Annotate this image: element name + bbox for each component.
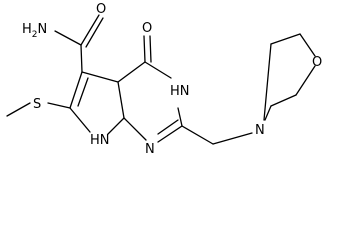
bond-c4a-c4	[117, 61, 146, 83]
label-n1: N	[145, 142, 155, 157]
label-sulfur: S	[33, 97, 41, 112]
bond-c6-s	[47, 102, 71, 109]
bond-c-o-amide-2	[85, 17, 104, 48]
label-n3h-h: H	[170, 84, 180, 99]
atom-labels: H2N O O HN N HN S N O	[22, 2, 322, 157]
bond-morph-c2-o	[295, 65, 316, 96]
label-morpholine-oxygen: O	[312, 55, 322, 70]
label-morpholine-nitrogen: N	[255, 123, 265, 138]
bond-c4-o-1	[143, 35, 146, 63]
chemical-structure-diagram: H2N O O HN N HN S N O	[6, 2, 322, 157]
bonds	[6, 14, 316, 145]
bond-c5-c4a	[81, 71, 119, 83]
bond-morph-o-c3	[299, 33, 316, 57]
bond-c7a-c4a	[117, 81, 125, 119]
bond-morph-c3-c4	[270, 33, 301, 45]
label-n7h-h: H	[90, 133, 100, 148]
bond-c2-n1-inner	[157, 119, 179, 135]
bond-n3-c2	[177, 107, 183, 127]
label-h: H	[22, 22, 32, 37]
label-amide-oxygen: O	[96, 2, 106, 17]
label-n3h-n: N	[180, 84, 190, 99]
label-n7h: HN	[90, 133, 110, 148]
bond-c6-n7	[69, 107, 91, 133]
label-n: N	[38, 22, 48, 37]
bond-c5-camide	[80, 44, 83, 73]
label-n7h-n: N	[100, 133, 110, 148]
bond-ch2-n	[212, 132, 253, 145]
label-amide-nh2: H2N	[22, 22, 47, 40]
bond-c-nh2	[54, 30, 82, 46]
bond-c-o-amide-1	[80, 14, 100, 46]
bond-c4-o-2	[149, 35, 152, 63]
bond-c4-n3	[144, 61, 172, 79]
bond-c2-ch2	[181, 125, 214, 145]
bond-c2-n1	[157, 125, 183, 143]
bond-morph-n-c1	[264, 105, 272, 121]
bond-c5-c6	[69, 71, 83, 109]
label-n3h: HN	[170, 84, 190, 99]
bond-morph-c1-c2	[270, 94, 297, 107]
label-keto-oxygen: O	[142, 21, 152, 36]
bond-morph-c4-n	[263, 43, 272, 121]
bond-c5-c6-inner	[77, 77, 89, 107]
bond-s-ch3	[6, 102, 31, 117]
label-subscript-2: 2	[32, 30, 38, 40]
bond-n7-c7a	[107, 117, 125, 135]
bond-n1-c7a	[123, 117, 147, 141]
